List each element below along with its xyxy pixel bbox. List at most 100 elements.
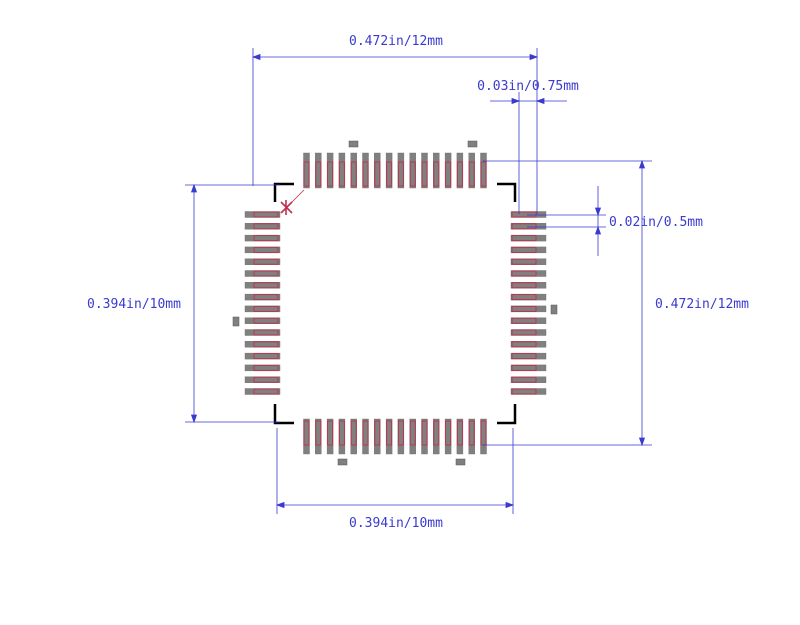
- pin-outline-bottom-13: [445, 420, 452, 446]
- pin-outline-right-11: [511, 329, 537, 336]
- pin-outline-bottom-6: [362, 420, 369, 446]
- pad-top-2: [315, 152, 322, 189]
- pin-outline-right-1: [511, 211, 537, 218]
- pad-left-10: [244, 317, 281, 324]
- pin-outline-bottom-8: [386, 420, 393, 446]
- pin-outline-bottom-14: [456, 420, 463, 446]
- pin-outline-left-1: [253, 211, 279, 218]
- dim-label-pad-length: 0.03in/0.75mm: [477, 79, 579, 94]
- pin-outline-left-13: [253, 353, 279, 360]
- pin-outline-right-2: [511, 223, 537, 230]
- pin-outline-top-11: [421, 161, 428, 187]
- pad-left-9: [244, 305, 281, 313]
- pin-outline-bottom-7: [374, 420, 381, 446]
- pad-top-11: [421, 152, 428, 189]
- pad-bottom-5: [350, 418, 357, 455]
- pin-outline-right-4: [511, 246, 537, 253]
- pin-outline-top-1: [303, 161, 310, 187]
- pin-outline-left-8: [253, 294, 279, 301]
- pin-outline-top-12: [433, 161, 440, 187]
- pad-bottom-4: [338, 418, 346, 455]
- pad-top-9: [397, 152, 405, 189]
- pin-outline-bottom-15: [468, 420, 475, 446]
- fiducial-pad-right: [550, 304, 558, 315]
- pin-outline-left-5: [253, 258, 279, 265]
- pad-row-bottom: [303, 418, 487, 455]
- dim-label-right-height: 0.472in/12mm: [655, 297, 749, 312]
- pin-outline-bottom-3: [327, 420, 334, 446]
- pin-outline-bottom-10: [409, 420, 416, 446]
- pin-outline-top-7: [374, 161, 381, 187]
- pin-outline-right-15: [511, 376, 537, 383]
- pin-outline-top-2: [315, 161, 322, 187]
- fiducial-pad-left: [232, 316, 240, 327]
- pin-outline-left-3: [253, 235, 279, 242]
- pin-outline-right-6: [511, 270, 537, 277]
- pin-outline-left-6: [253, 270, 279, 277]
- pin-outline-top-10: [409, 161, 416, 187]
- pad-bottom-16: [480, 418, 487, 455]
- pin-outline-right-8: [511, 294, 537, 301]
- pad-top-16: [480, 152, 487, 189]
- pad-left-13: [244, 352, 281, 360]
- pin-outline-left-11: [253, 329, 279, 336]
- pad-top-5: [350, 152, 357, 189]
- pin-outline-top-15: [468, 161, 475, 187]
- fiducial-pad-top-left: [348, 140, 359, 148]
- pad-right-7: [510, 282, 547, 289]
- fiducial-pad-bottom-right: [455, 458, 466, 466]
- pad-bottom-9: [397, 418, 405, 455]
- pad-top-14: [456, 152, 464, 189]
- dim-label-pitch: 0.02in/0.5mm: [609, 215, 703, 230]
- pad-bottom-10: [409, 418, 416, 455]
- pad-left-7: [244, 282, 281, 289]
- pad-bottom-2: [315, 418, 322, 455]
- pad-right-1: [510, 211, 547, 218]
- pad-right-16: [510, 388, 547, 395]
- pad-left-4: [244, 246, 281, 254]
- pin-outline-right-13: [511, 353, 537, 360]
- pad-bottom-12: [433, 418, 440, 455]
- pin-outline-left-7: [253, 282, 279, 289]
- pad-top-13: [444, 152, 452, 189]
- dimension-lines: [185, 48, 652, 514]
- pin-outline-bottom-5: [350, 420, 357, 446]
- pin-outline-right-5: [511, 258, 537, 265]
- pad-column-right: [510, 211, 547, 395]
- pin-outline-left-15: [253, 376, 279, 383]
- dim-label-top-width: 0.472in/12mm: [349, 34, 443, 49]
- pad-bottom-3: [326, 418, 334, 455]
- pin-outline-bottom-2: [315, 420, 322, 446]
- pad-left-8: [244, 293, 281, 301]
- pad-top-8: [385, 152, 393, 189]
- pin-outline-left-16: [253, 388, 279, 395]
- pad-right-9: [510, 305, 547, 313]
- pin-outline-top-4: [338, 161, 345, 187]
- pin-outline-right-9: [511, 305, 537, 312]
- pad-bottom-11: [421, 418, 428, 455]
- pad-top-10: [409, 152, 416, 189]
- pin-outline-right-14: [511, 364, 537, 371]
- pad-right-10: [510, 317, 547, 324]
- pin-outline-bottom-4: [338, 420, 345, 446]
- pad-left-3: [244, 234, 281, 242]
- pad-left-15: [244, 376, 281, 383]
- pad-right-14: [510, 364, 547, 372]
- pin-outline-left-14: [253, 364, 279, 371]
- pad-right-5: [510, 258, 547, 265]
- pad-bottom-7: [374, 418, 381, 455]
- pad-right-2: [510, 223, 547, 230]
- pad-right-4: [510, 246, 547, 254]
- pad-top-6: [362, 152, 369, 189]
- pin1-marker: [280, 189, 305, 215]
- pad-column-left: [244, 211, 281, 395]
- pad-top-7: [374, 152, 381, 189]
- pin-outline-top-16: [480, 161, 487, 187]
- pad-right-11: [510, 329, 547, 336]
- pad-top-1: [303, 152, 310, 189]
- fiducial-pad-top-right: [467, 140, 478, 148]
- pad-top-15: [468, 152, 475, 189]
- pin-outline-top-8: [386, 161, 393, 187]
- pad-bottom-13: [444, 418, 452, 455]
- pad-bottom-15: [468, 418, 475, 455]
